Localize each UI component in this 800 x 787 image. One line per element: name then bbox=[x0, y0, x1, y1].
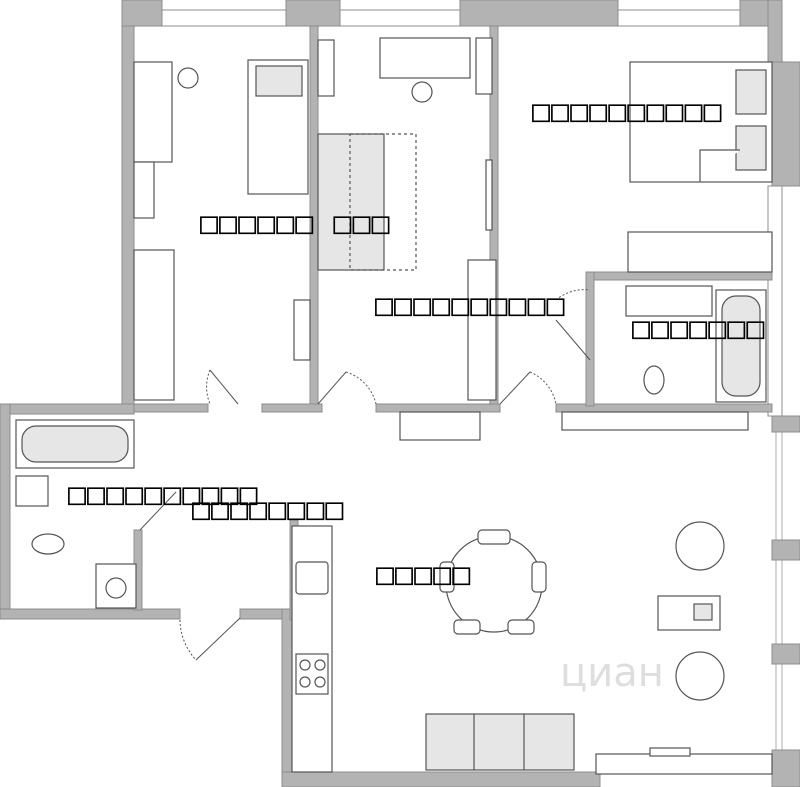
watermark-logo: циан bbox=[560, 650, 664, 696]
label-bedroom-top-right: □□□□□□□□□□ bbox=[532, 94, 723, 129]
label-bathroom-right: □□□□□□□ bbox=[632, 311, 766, 346]
window-right bbox=[775, 432, 783, 750]
furniture bbox=[15, 37, 773, 775]
label-kitchen-living: □□□□□ bbox=[376, 557, 472, 592]
label-bedroom-middle: □□□□□□□□□□ bbox=[375, 288, 566, 323]
label-bedroom-left: □□□□□□ □□□ bbox=[200, 206, 391, 241]
label-bathroom-left: □□□□□□□□□□ bbox=[68, 477, 259, 512]
label-hallway: □□□□□□□□ bbox=[192, 492, 345, 527]
doors bbox=[139, 289, 591, 661]
